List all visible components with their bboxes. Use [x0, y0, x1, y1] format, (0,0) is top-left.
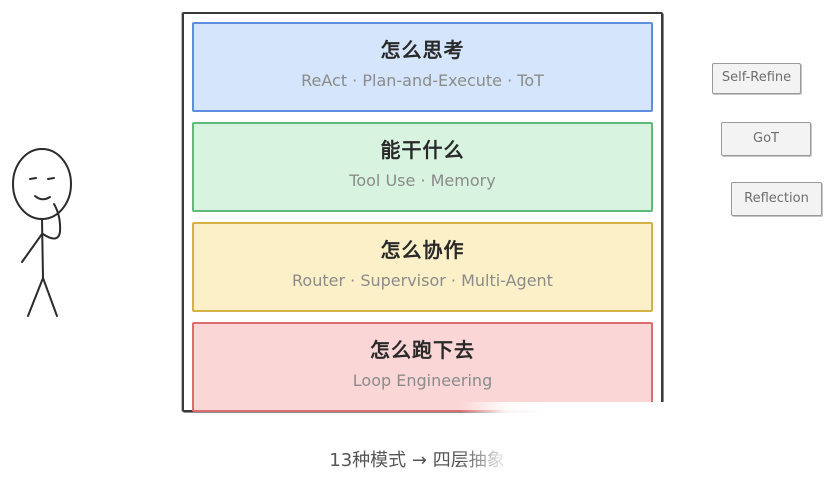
layer-thinking-title: 怎么思考 [380, 38, 465, 62]
layer-collaboration: 怎么协作 Router · Supervisor · Multi-Agent [192, 222, 653, 312]
layer-capabilities-title: 能干什么 [380, 138, 465, 162]
layer-capabilities: 能干什么 Tool Use · Memory [192, 122, 653, 212]
layer-runtime: 怎么跑下去 Loop Engineering [192, 322, 653, 412]
side-tag-self-refine: Self-Refine [712, 63, 801, 94]
side-tag-got: GoT [721, 122, 811, 156]
layer-capabilities-patterns: Tool Use · Memory [349, 171, 496, 190]
side-tag-reflection: Reflection [731, 182, 822, 216]
layer-runtime-title: 怎么跑下去 [370, 338, 475, 362]
layer-collaboration-title: 怎么协作 [380, 238, 465, 262]
layer-thinking: 怎么思考 ReAct · Plan-and-Execute · ToT [192, 22, 653, 112]
caption: 13种模式 → 四层抽象 [329, 450, 505, 471]
layer-collaboration-patterns: Router · Supervisor · Multi-Agent [292, 271, 553, 290]
layer-runtime-patterns: Loop Engineering [352, 371, 493, 390]
layer-thinking-patterns: ReAct · Plan-and-Execute · ToT [301, 71, 544, 90]
thinking-stick-figure-icon [12, 148, 72, 317]
